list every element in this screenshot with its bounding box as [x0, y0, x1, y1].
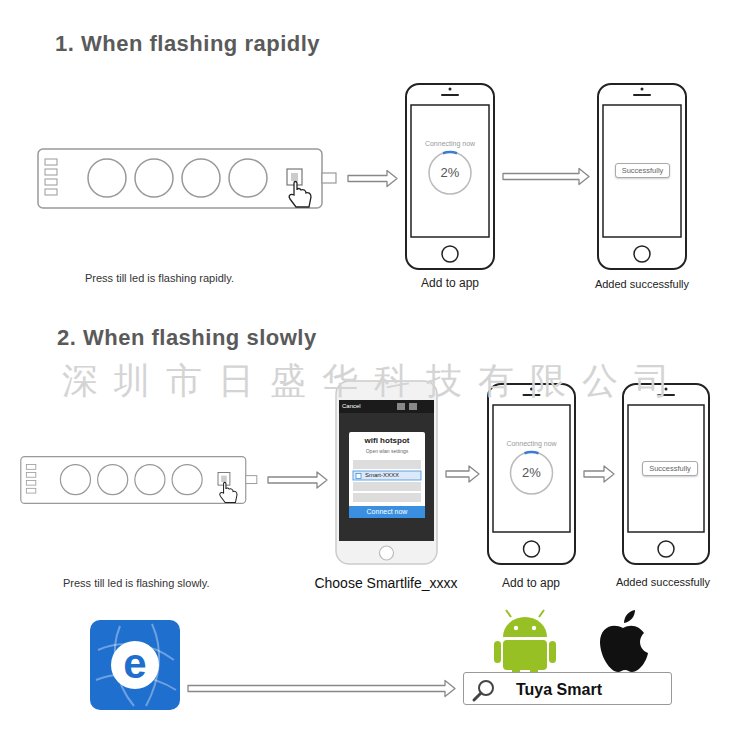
node-text: Choose Smartlife_xxxx — [291, 575, 481, 593]
node-text: Connect now — [349, 508, 425, 517]
node-text: Press till led is flashing rapidly. — [85, 272, 325, 286]
node-text: Added successfully — [557, 278, 727, 292]
phone: Connecting now2%Add to app — [487, 383, 576, 565]
status-button: Successfully — [615, 163, 670, 178]
node-text: Press till led is flashing slowly. — [63, 577, 283, 591]
node-text: Add to app — [385, 276, 515, 291]
node-text: 2% — [487, 465, 576, 481]
node-text: Add to app — [466, 576, 596, 591]
node-text: 2% — [405, 165, 495, 181]
node-text: Connecting now — [405, 140, 495, 149]
hollow-arrow — [584, 466, 614, 482]
section-heading: 1. When flashing rapidly — [55, 30, 320, 58]
android-icon — [494, 610, 556, 679]
node-text: Successfully — [616, 166, 669, 175]
node-text: Open wlan settings — [349, 448, 425, 454]
power-strip: Press till led is flashing rapidly. — [37, 147, 340, 210]
apple-icon — [600, 610, 661, 672]
node-text: Connecting now — [487, 440, 576, 449]
watermark: 深圳市日盛华科技有限公司 — [62, 358, 686, 403]
phone-wifi-dialog: Cancel wifi hotspotOpen wlan settingsSmar… — [335, 380, 438, 565]
node-text: Cancel — [342, 403, 382, 411]
power-strip-outline — [37, 147, 340, 210]
node-text: Tuya Smart — [516, 680, 602, 700]
section-heading: 2. When flashing slowly — [57, 324, 317, 352]
node-text: Successfully — [643, 464, 697, 473]
hollow-arrow — [188, 681, 455, 697]
power-strip: Press till led is flashing slowly. — [20, 455, 260, 505]
power-strip-outline — [20, 455, 260, 505]
phone: Added successfullySuccessfully — [597, 83, 687, 270]
hollow-arrow — [446, 466, 479, 482]
hollow-arrow — [503, 169, 589, 185]
status-button: Successfully — [642, 461, 698, 476]
node-text: Smart-XXXX — [365, 472, 421, 480]
node-text: e — [90, 638, 180, 691]
node-text: Added successfully — [578, 576, 748, 590]
search-box: Tuya Smart — [463, 672, 672, 705]
ewelink-app-icon: e — [90, 620, 180, 710]
phone: Connecting now2%Add to app — [405, 83, 495, 270]
node-text: wifi hotspot — [349, 436, 425, 446]
hollow-arrow — [348, 171, 397, 187]
hollow-arrow — [268, 472, 327, 488]
phone: Added successfullySuccessfully — [622, 383, 710, 565]
